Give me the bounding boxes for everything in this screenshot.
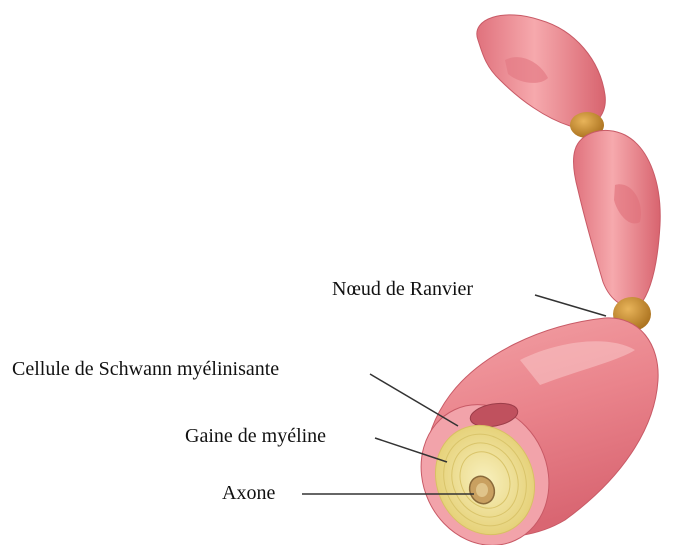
label-schwann-cell: Cellule de Schwann myélinisante — [12, 358, 279, 380]
schwann-segment-middle — [574, 130, 661, 307]
label-node-of-ranvier: Nœud de Ranvier — [332, 278, 473, 300]
schwann-cell-cylinder — [398, 318, 658, 545]
schwann-segment-top — [477, 15, 605, 128]
leader-node-of-ranvier — [535, 295, 606, 316]
leader-schwann-cell — [370, 374, 458, 426]
label-axon: Axone — [222, 482, 275, 504]
label-myelin-sheath: Gaine de myéline — [185, 425, 326, 447]
